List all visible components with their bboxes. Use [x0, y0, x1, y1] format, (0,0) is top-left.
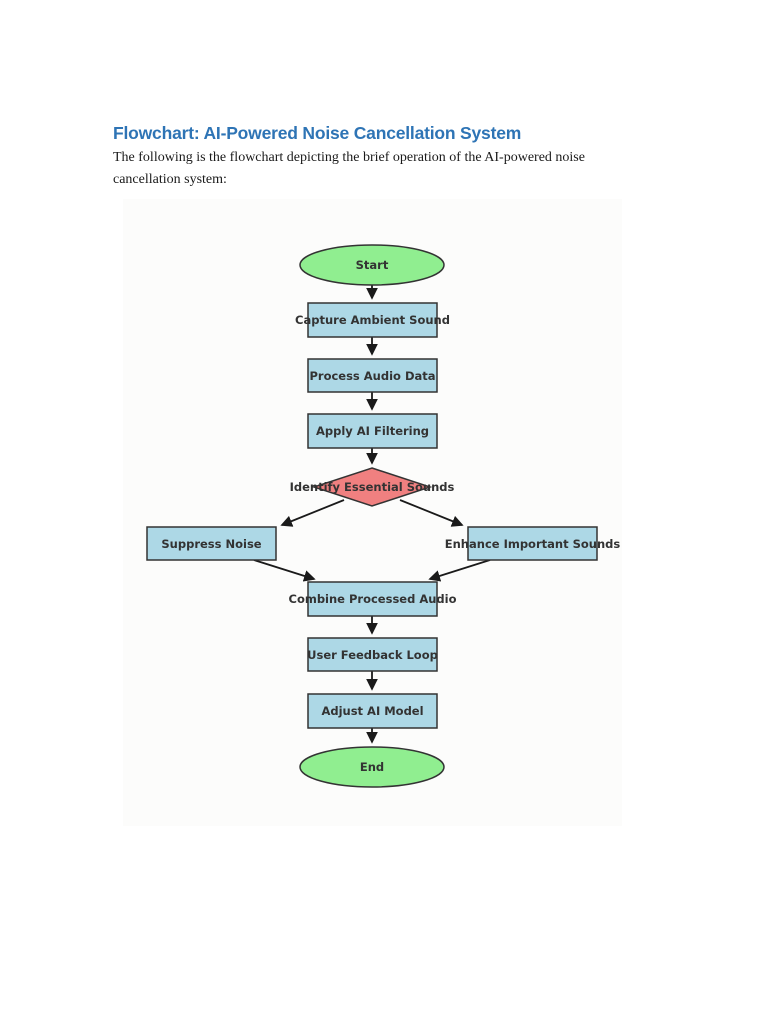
node-label: Start	[356, 258, 389, 272]
node-suppress-noise: Suppress Noise	[146, 526, 277, 561]
node-enhance-important-sounds: Enhance Important Sounds	[445, 526, 621, 561]
node-user-feedback-loop: User Feedback Loop	[307, 637, 438, 672]
start-ellipse	[299, 244, 445, 286]
node-label: Combine Processed Audio	[289, 592, 457, 606]
node-adjust-ai-model: Adjust AI Model	[307, 693, 438, 729]
node-combine-processed-audio: Combine Processed Audio	[289, 581, 457, 617]
end-ellipse	[299, 746, 445, 788]
process-box	[307, 302, 438, 338]
flow-arrows	[253, 285, 491, 744]
node-label: Apply AI Filtering	[316, 424, 429, 438]
node-label: Capture Ambient Sound	[295, 313, 450, 327]
node-label: End	[360, 760, 384, 774]
process-box	[307, 413, 438, 449]
process-box	[307, 581, 438, 617]
process-box	[146, 526, 277, 561]
flowchart-figure: Start Capture Ambient Sound Process Audi…	[123, 199, 622, 826]
node-label: Identify Essential Sounds	[290, 480, 455, 494]
node-label: User Feedback Loop	[307, 648, 438, 662]
process-box	[467, 526, 598, 561]
intro-paragraph: The following is the flowchart depicting…	[113, 150, 585, 187]
page-title: Flowchart: AI-Powered Noise Cancellation…	[113, 123, 522, 143]
node-label: Suppress Noise	[161, 537, 261, 551]
flowchart-canvas: Start Capture Ambient Sound Process Audi…	[146, 244, 621, 788]
process-box	[307, 358, 438, 393]
node-start: Start	[299, 244, 445, 286]
node-process-audio-data: Process Audio Data	[307, 358, 438, 393]
process-box	[307, 693, 438, 729]
node-label: Enhance Important Sounds	[445, 537, 621, 551]
node-apply-ai-filtering: Apply AI Filtering	[307, 413, 438, 449]
node-identify-essential-sounds: Identify Essential Sounds	[290, 467, 455, 507]
node-end: End	[299, 746, 445, 788]
process-box	[307, 637, 438, 672]
node-capture-ambient-sound: Capture Ambient Sound	[295, 302, 450, 338]
node-label: Process Audio Data	[309, 369, 435, 383]
node-label: Adjust AI Model	[321, 704, 423, 718]
decision-diamond	[311, 467, 433, 507]
